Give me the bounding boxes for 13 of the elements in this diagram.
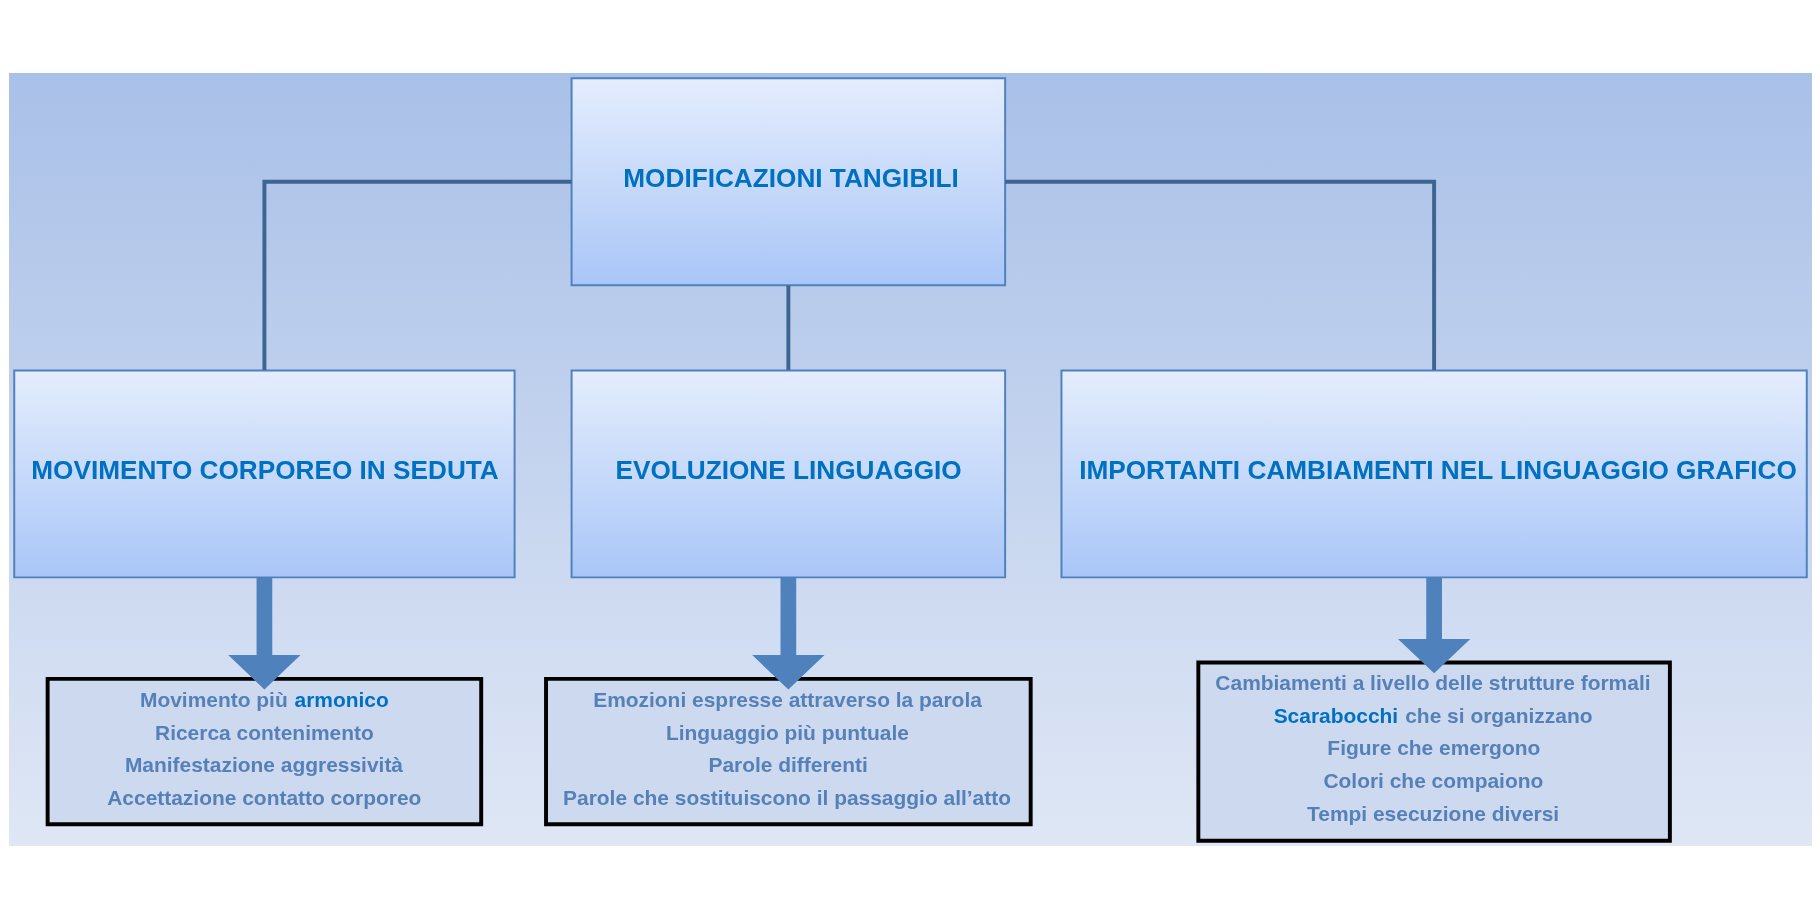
arrow: [227, 577, 301, 690]
node-box: Emozioni espresse attraverso la parola Linguaggio più puntuale Parole differenti Parole che sostituiscono il passaggio all’atto: [543, 676, 1033, 827]
node-box: MODIFICAZIONI TANGIBILI: [570, 77, 1006, 287]
arrow: [751, 577, 824, 690]
node-box: MOVIMENTO CORPOREO IN SEDUTA: [12, 369, 516, 579]
node-box: Cambiamenti a livello delle strutture formali Scarabocchi che si organizzano Figure che emergono Colori che compaiono Tempi esecuzione diversi: [1195, 660, 1672, 843]
connector: [261, 179, 571, 371]
node-box: EVOLUZIONE LINGUAGGIO: [570, 369, 1006, 579]
node-box: IMPORTANTI CAMBIAMENTI NEL LINGUAGGIO GRAFICO: [1060, 369, 1808, 579]
node-box: Movimento più armonico Ricerca contenimento Manifestazione aggressività Accettazione contatto corporeo: [45, 676, 483, 827]
connector: [1004, 179, 1436, 371]
arrow: [1397, 577, 1470, 674]
connector: [785, 285, 790, 370]
